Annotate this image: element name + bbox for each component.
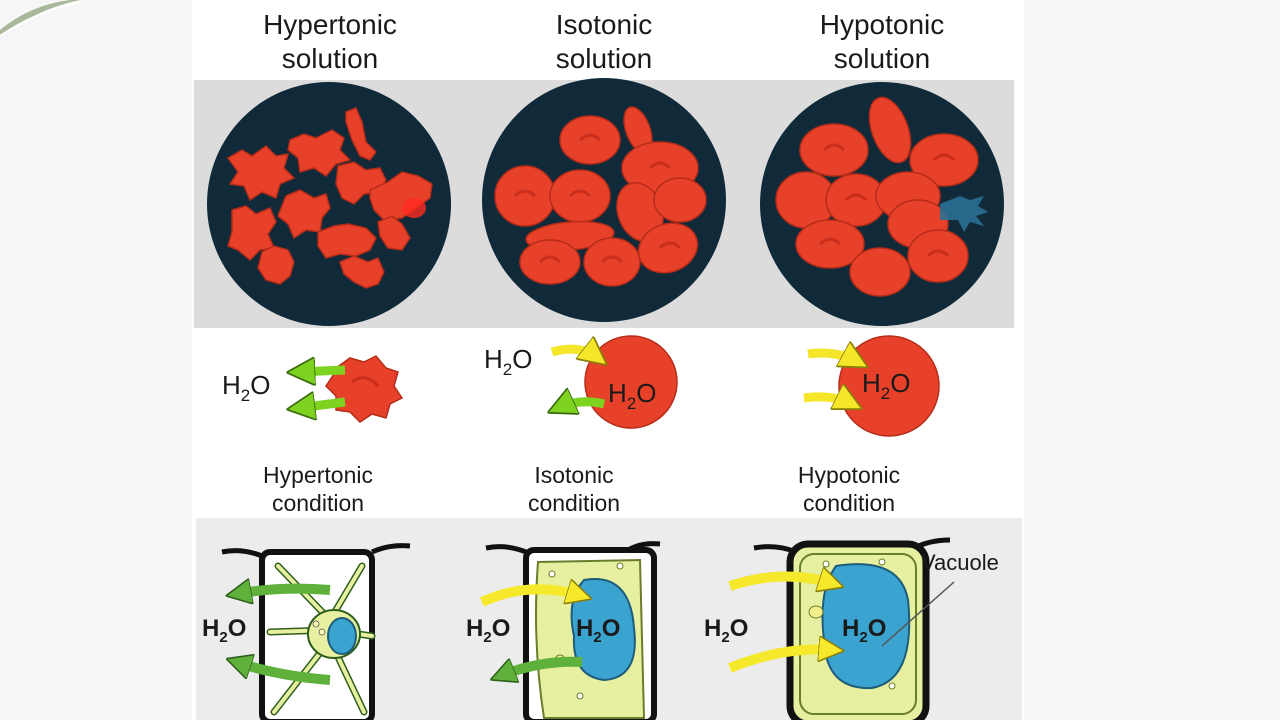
vacuole [821, 563, 911, 690]
water-label-outside: H2O [484, 344, 532, 379]
water-in-arrow [807, 353, 858, 362]
water-out-arrow [236, 589, 331, 594]
heading-hypertonic-condition: Hypertonic condition [208, 462, 428, 517]
water-out-arrow [236, 662, 331, 685]
heading-line1: Isotonic [534, 462, 614, 488]
water-out-arrow [558, 402, 606, 408]
water-label-inside: H2O [576, 615, 620, 646]
micrograph-isotonic [482, 78, 726, 322]
heading-line2: condition [527, 489, 621, 516]
plant-cell-hypotonic: Vacuole H2O H2O [704, 537, 999, 720]
vacuole [327, 617, 357, 655]
water-label-inside: H2O [862, 368, 910, 403]
plant-cell-hypertonic: H2O [202, 543, 411, 720]
water-label-inside: H2O [842, 615, 886, 646]
heading-line2: solution [281, 42, 379, 74]
heading-line1: Hypotonic [819, 9, 945, 40]
water-in-arrow [728, 576, 834, 586]
vacuole-leader-line [881, 581, 955, 647]
water-in-arrow [550, 349, 598, 358]
heading-line1: Hypotonic [797, 462, 901, 488]
corner-decoration [0, 0, 80, 37]
heading-line1: Hypertonic [263, 9, 397, 40]
micrograph-hypertonic [207, 82, 451, 326]
water-in-arrow [479, 589, 582, 607]
rbc-isotonic-diagram: H2O H2O [484, 335, 678, 429]
heading-isotonic-solution: Isotonic solution [474, 8, 734, 75]
heading-isotonic-condition: Isotonic condition [464, 462, 684, 517]
water-label-outside: H2O [466, 615, 510, 646]
water-label-outside: H2O [704, 615, 748, 646]
water-label: H2O [202, 615, 246, 646]
water-out-arrow [298, 402, 346, 408]
heading-hypertonic-solution: Hypertonic solution [200, 8, 460, 75]
heading-hypotonic-solution: Hypotonic solution [752, 8, 1012, 75]
water-label-inside: H2O [608, 378, 656, 413]
heading-hypotonic-condition: Hypotonic condition [739, 462, 959, 517]
rbc-hypertonic-diagram: H2O [222, 355, 404, 423]
rbc-hypotonic-diagram: H2O [803, 335, 940, 437]
plant-cell-isotonic: H2O H2O [466, 541, 661, 720]
micrograph-hypotonic [760, 82, 1004, 326]
vacuole-label: Vacuole [921, 550, 999, 575]
water-out-arrow [500, 656, 583, 676]
heading-line1: Hypertonic [263, 462, 373, 488]
water-in-arrow [803, 397, 852, 404]
heading-line2: solution [833, 42, 931, 74]
water-in-arrow [728, 649, 834, 673]
water-label: H2O [222, 370, 270, 405]
water-out-arrow [298, 370, 346, 372]
heading-line2: solution [555, 42, 653, 74]
heading-line1: Isotonic [555, 9, 653, 40]
heading-line2: condition [271, 489, 365, 516]
heading-line2: condition [802, 489, 896, 516]
